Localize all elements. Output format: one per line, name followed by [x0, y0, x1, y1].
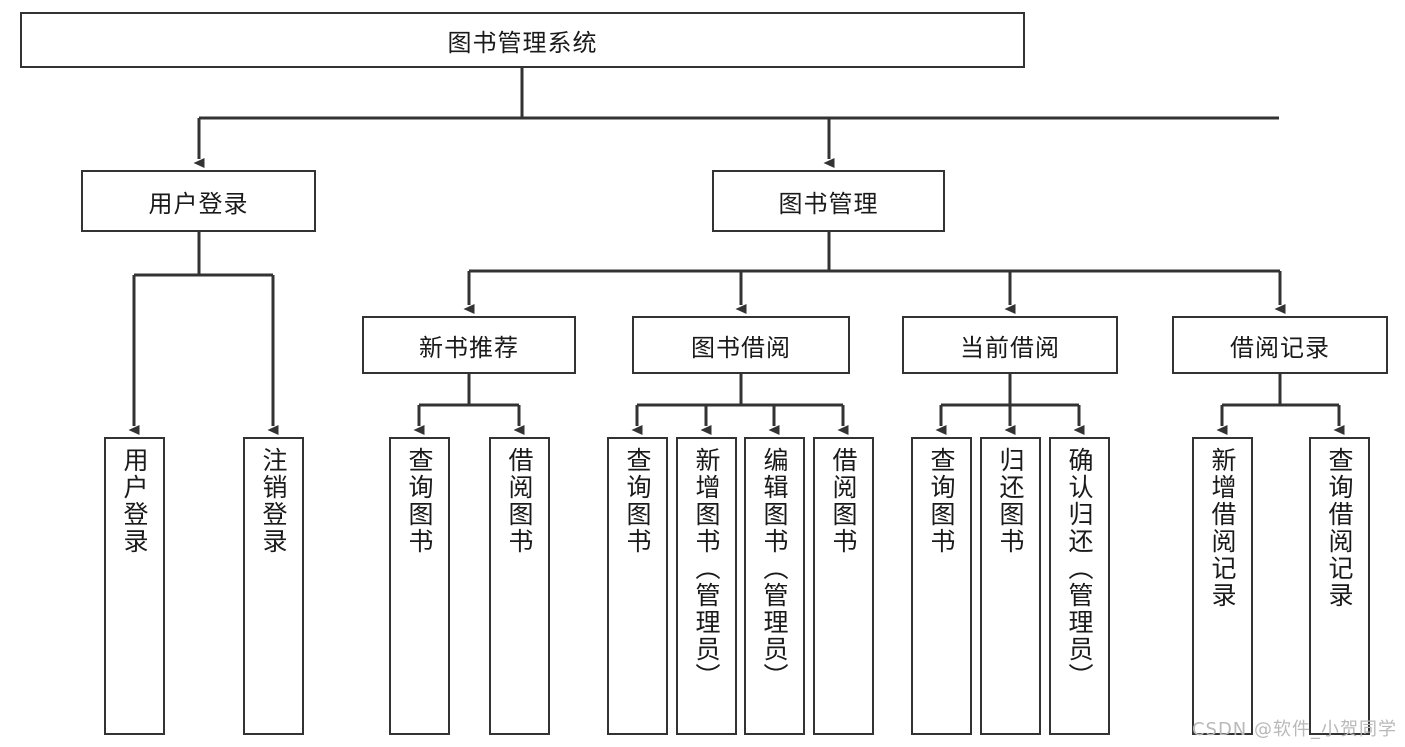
leaf-user-login[interactable]: 用户登录	[104, 437, 165, 735]
leaf-edit-book-admin[interactable]: 编辑图书（管理员）	[744, 437, 805, 735]
node-label: 图书管理	[778, 189, 879, 218]
node-label: 查询图书	[623, 447, 652, 555]
node-label: 图书借阅	[691, 333, 791, 362]
node-current-borrow[interactable]: 当前借阅	[902, 316, 1118, 374]
leaf-query-book-recommend[interactable]: 查询图书	[389, 437, 450, 735]
node-book-borrow[interactable]: 图书借阅	[632, 316, 850, 374]
node-label: 用户登录	[148, 189, 249, 218]
leaf-add-book-admin[interactable]: 新增图书（管理员）	[676, 437, 737, 735]
leaf-user-logout[interactable]: 注销登录	[243, 437, 304, 735]
leaf-return-book[interactable]: 归还图书	[980, 437, 1041, 735]
node-label: 确认归还（管理员）	[1065, 447, 1094, 690]
node-label: 归还图书	[996, 447, 1025, 555]
node-label: 新增图书（管理员）	[692, 447, 721, 690]
node-label: 用户登录	[120, 447, 149, 555]
watermark-text: CSDN @软件_小贺同学	[1191, 719, 1397, 740]
leaf-query-book-current[interactable]: 查询图书	[911, 437, 972, 735]
node-user-login[interactable]: 用户登录	[81, 170, 316, 232]
node-label: 编辑图书（管理员）	[760, 447, 789, 690]
node-label: 新增借阅记录	[1208, 447, 1237, 609]
node-label: 当前借阅	[960, 333, 1060, 362]
leaf-add-borrow-record[interactable]: 新增借阅记录	[1192, 437, 1253, 735]
leaf-borrow-book[interactable]: 借阅图书	[813, 437, 874, 735]
node-label: 图书管理系统	[447, 28, 598, 57]
node-borrow-record[interactable]: 借阅记录	[1172, 316, 1388, 374]
leaf-query-borrow-record[interactable]: 查询借阅记录	[1309, 437, 1370, 735]
leaf-confirm-return-admin[interactable]: 确认归还（管理员）	[1049, 437, 1110, 735]
node-new-book-recommend[interactable]: 新书推荐	[362, 316, 576, 374]
node-label: 借阅记录	[1230, 333, 1330, 362]
node-label: 查询图书	[405, 447, 434, 555]
leaf-borrow-book-recommend[interactable]: 借阅图书	[489, 437, 550, 735]
node-label: 借阅图书	[505, 447, 534, 555]
node-label: 注销登录	[259, 447, 288, 555]
node-label: 查询借阅记录	[1325, 447, 1354, 609]
node-label: 查询图书	[927, 447, 956, 555]
leaf-query-book-borrow[interactable]: 查询图书	[607, 437, 668, 735]
node-book-management[interactable]: 图书管理	[712, 170, 945, 232]
node-label: 借阅图书	[829, 447, 858, 555]
node-label: 新书推荐	[419, 333, 519, 362]
node-root-book-management-system[interactable]: 图书管理系统	[20, 12, 1025, 68]
